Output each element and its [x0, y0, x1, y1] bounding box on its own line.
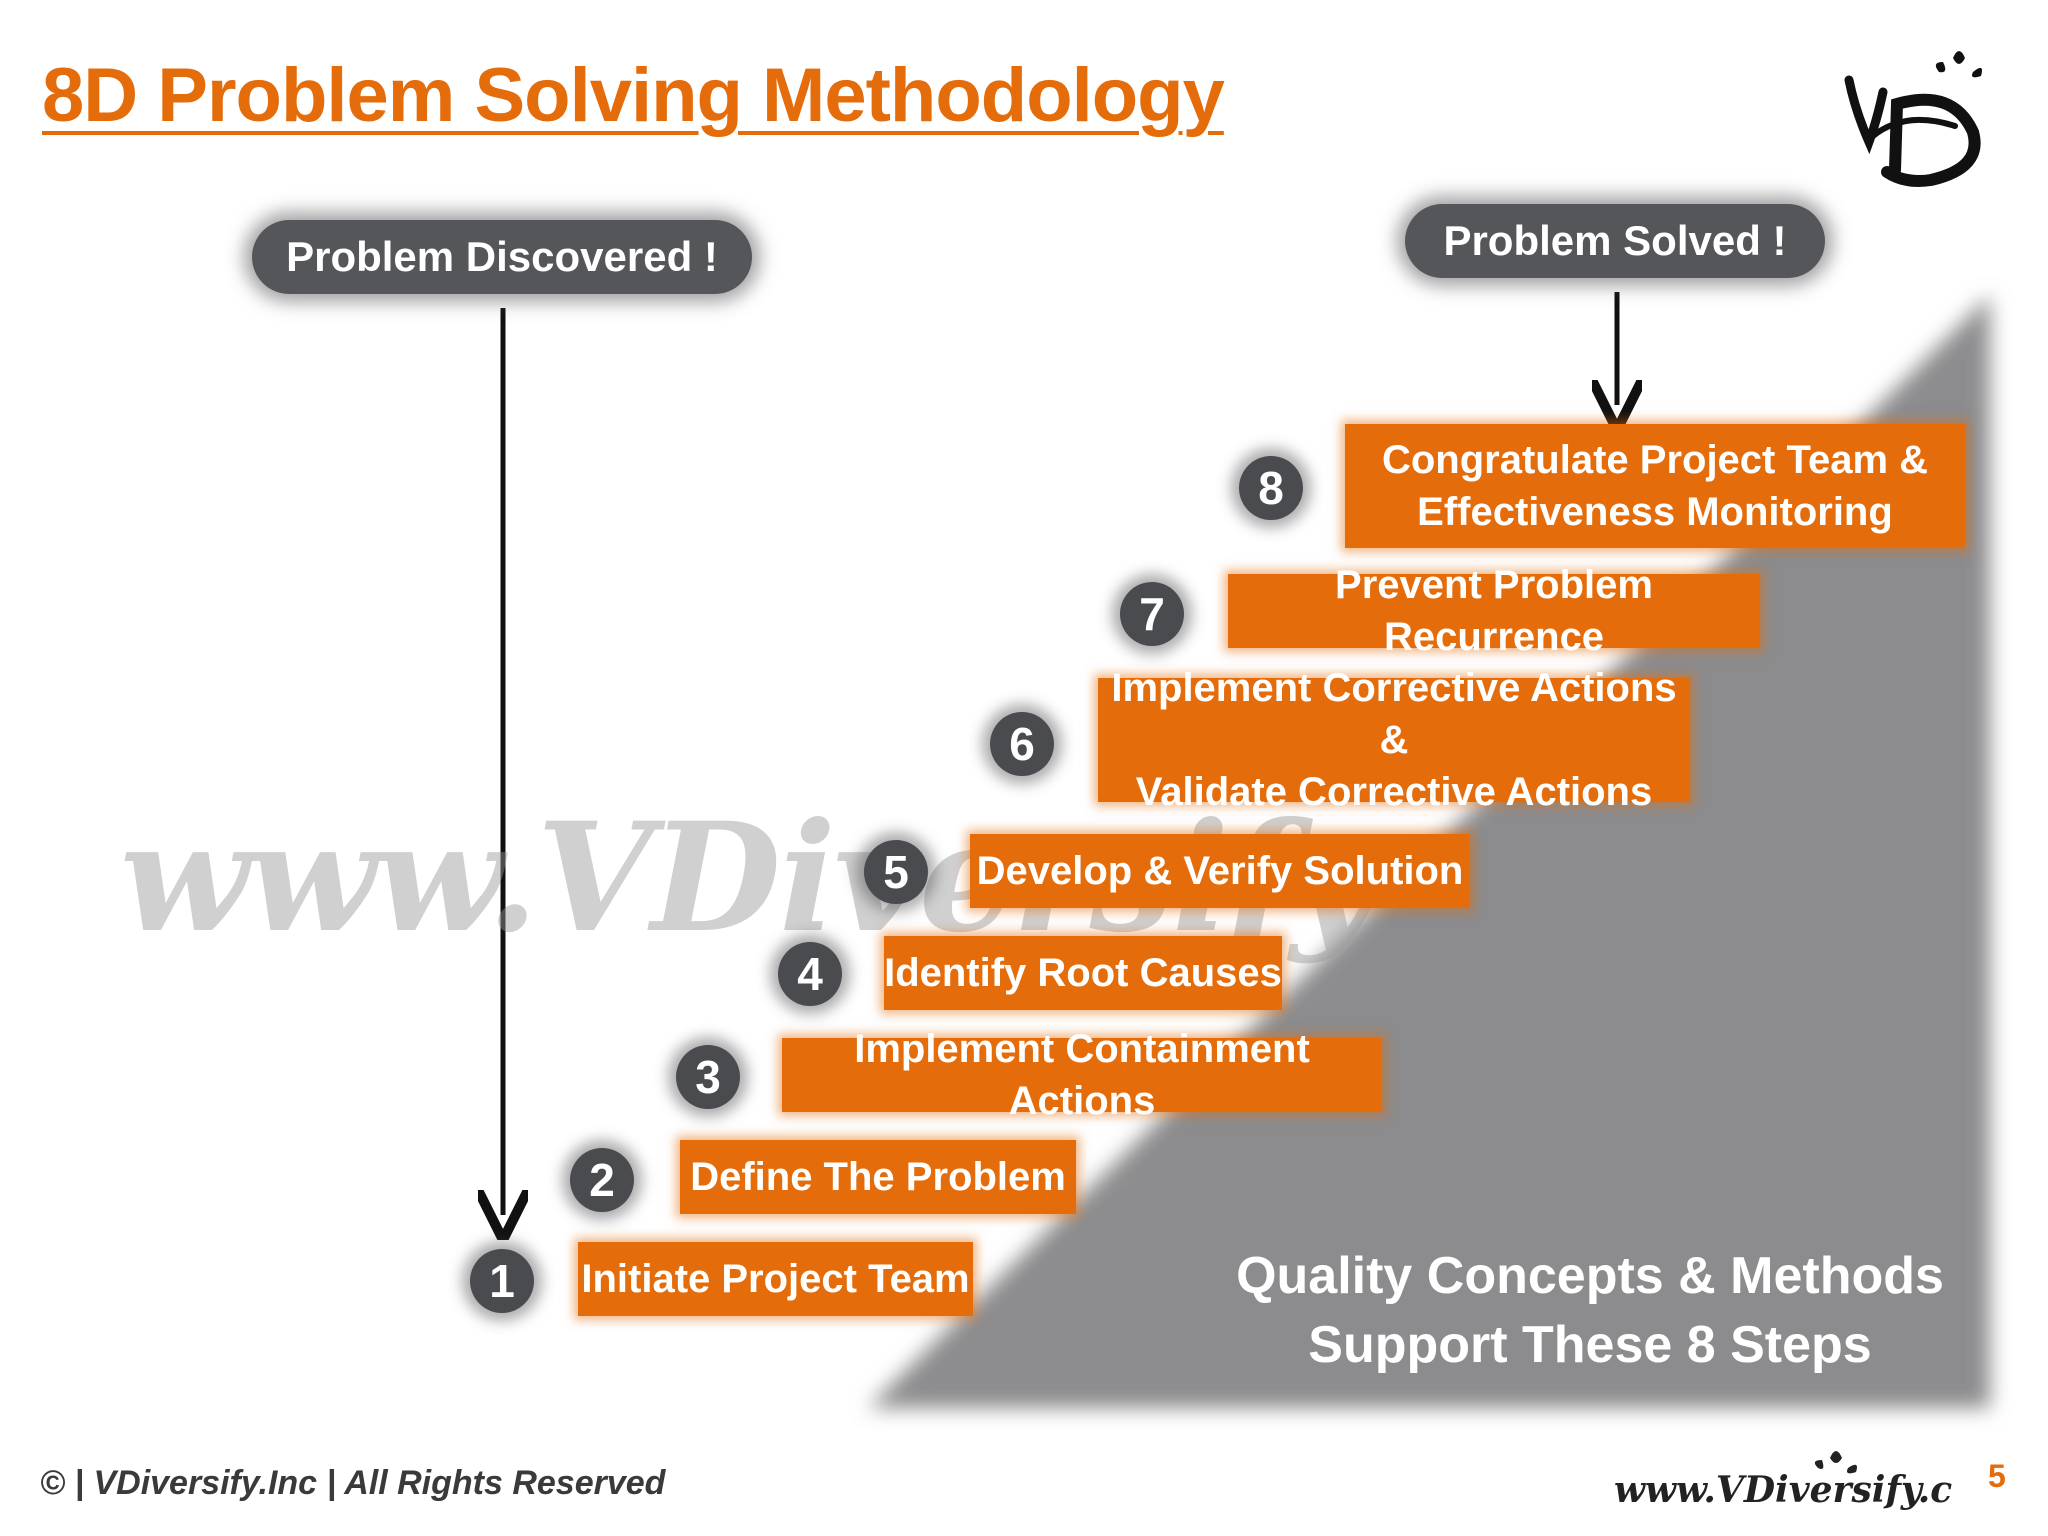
copyright-footer: © | VDiversify.Inc | All Rights Reserved	[40, 1464, 666, 1502]
step-7-box: Prevent Problem Recurrence	[1228, 563, 1760, 659]
page-number: 5	[1988, 1458, 2006, 1494]
step-2-number: 2	[570, 1148, 634, 1212]
footer-site-logo: www.VDiversify.com	[1614, 1451, 1952, 1511]
step-1-label: Initiate Project Team	[581, 1257, 970, 1301]
step-6-label-line-1: Implement Corrective Actions &	[1111, 666, 1677, 762]
step-6-box: Implement Corrective Actions & Validate …	[1098, 666, 1690, 814]
step-3-number: 3	[676, 1045, 740, 1109]
step-4-number: 4	[778, 942, 842, 1006]
footer-site-text: www.VDiversify.com	[1614, 1469, 1952, 1511]
step-1-box: Initiate Project Team	[578, 1242, 973, 1316]
step-8-box: Congratulate Project Team & Effectivenes…	[1345, 424, 1965, 548]
step-2-box: Define The Problem	[680, 1140, 1076, 1214]
step-8-number: 8	[1239, 456, 1303, 520]
step-2-label: Define The Problem	[690, 1155, 1066, 1199]
step-5-label: Develop & Verify Solution	[976, 849, 1464, 893]
support-text-line-1: Quality Concepts & Methods	[1236, 1247, 1944, 1305]
step-3-label: Implement Containment Actions	[854, 1027, 1310, 1123]
support-text-line-2: Support These 8 Steps	[1308, 1315, 1872, 1374]
step-6-label-line-2: Validate Corrective Actions	[1135, 770, 1653, 814]
step-3-box: Implement Containment Actions	[782, 1027, 1382, 1123]
step-4-label: Identify Root Causes	[884, 951, 1282, 995]
support-text: Quality Concepts & Methods Support These…	[1225, 1242, 1955, 1379]
step-5-box: Develop & Verify Solution	[970, 834, 1470, 908]
problem-discovered-label: Problem Discovered !	[252, 220, 752, 294]
page-title: 8D Problem Solving Methodology	[42, 53, 1225, 138]
vd-logo	[1844, 51, 1982, 187]
step-6-number: 6	[990, 712, 1054, 776]
step-4-box: Identify Root Causes	[884, 936, 1282, 1010]
step-8-label-line-2: Effectiveness Monitoring	[1417, 490, 1893, 534]
step-8-label-line-1: Congratulate Project Team &	[1381, 438, 1929, 482]
step-5-number: 5	[864, 840, 928, 904]
problem-solved-label: Problem Solved !	[1405, 204, 1825, 278]
step-7-label: Prevent Problem Recurrence	[1335, 563, 1653, 659]
step-1-number: 1	[470, 1249, 534, 1313]
step-7-number: 7	[1120, 582, 1184, 646]
